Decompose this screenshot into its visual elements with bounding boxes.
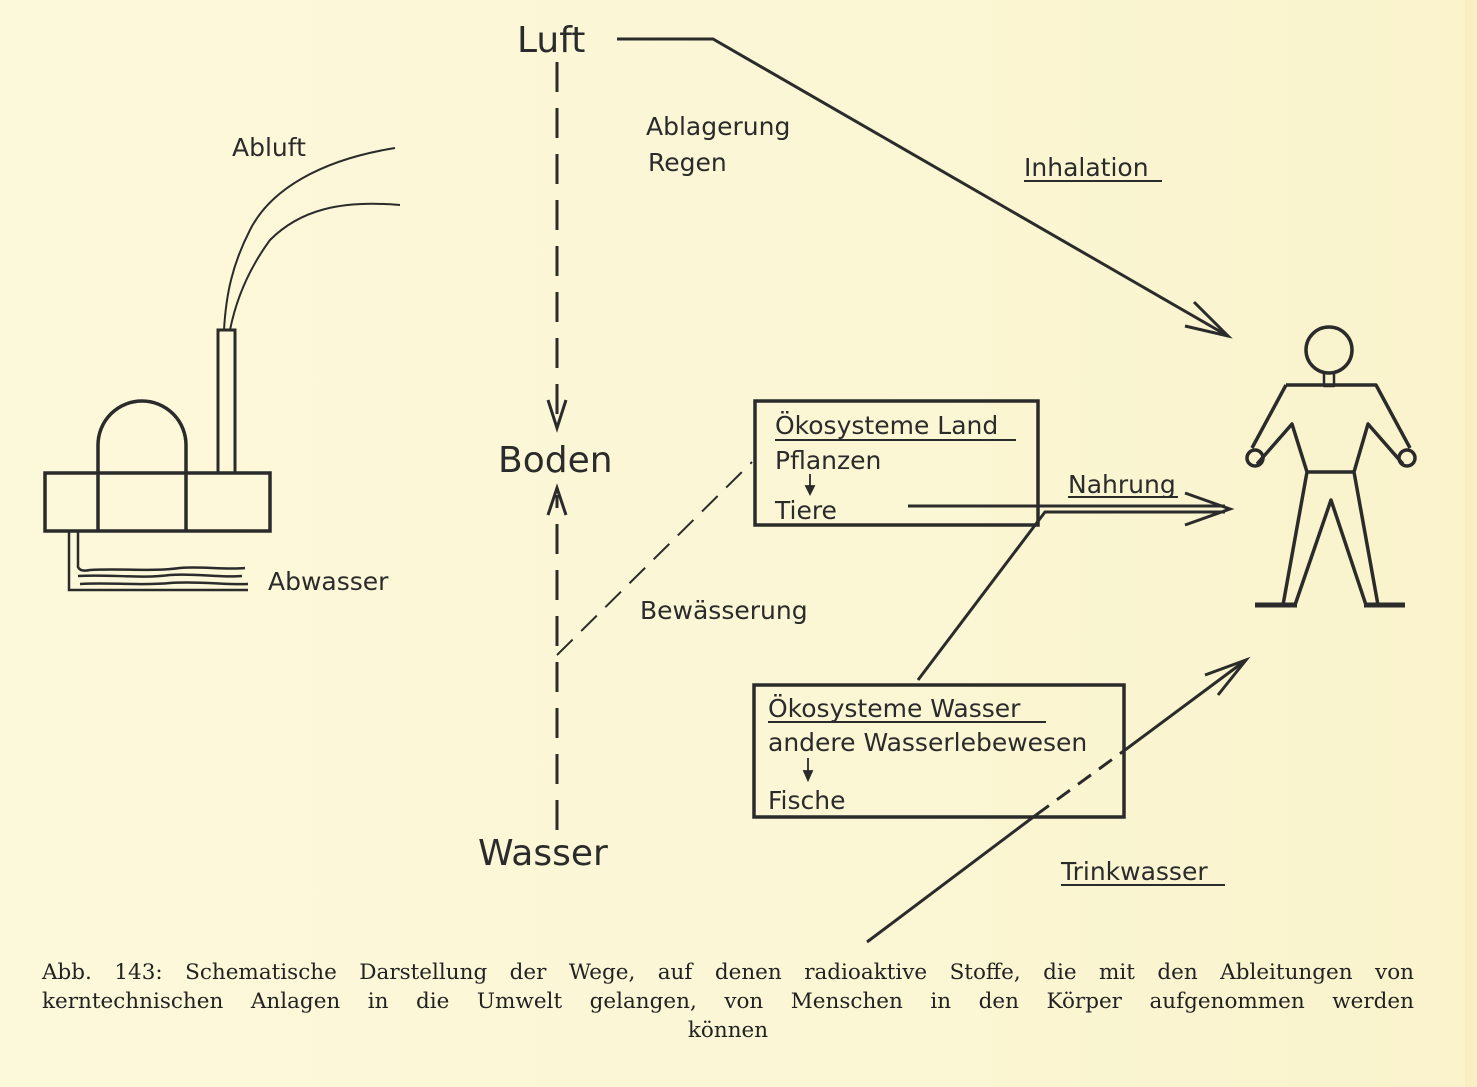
label-abwasser: Abwasser [268,567,389,596]
plant-base [43,471,272,533]
label-inhalation: Inhalation [1024,153,1149,182]
caption-line-1: Abb. 143: Schematische Darstellung der W… [42,960,1414,985]
label-bewaesserung: Bewässerung [640,596,808,625]
reactor-dome [96,399,188,531]
node-wasser: Wasser [478,833,608,874]
drinking-water-arrow [866,656,1251,944]
label-nahrung: Nahrung [1068,470,1176,499]
water-to-soil-arrow [546,483,568,830]
exhaust-plume-icon [223,147,401,331]
box-wasser-other: andere Wasserlebewesen [768,728,1087,757]
plants-to-animals-arrow [804,474,816,497]
caption-line-2: kerntechnischen Anlagen in die Umwelt ge… [42,989,1414,1014]
air-to-soil-arrow [546,62,568,433]
figure-caption: Abb. 143: Schematische Darstellung der W… [42,958,1414,1045]
label-trinkwasser: Trinkwasser [1060,857,1208,886]
label-regen: Regen [648,148,727,177]
other-to-fish-arrow [802,758,814,783]
box-land-animals: Tiere [774,496,837,525]
box-land-title: Ökosysteme Land [775,411,998,440]
page-edge [1465,0,1477,1087]
node-boden: Boden [498,440,613,481]
exhaust-stack [216,328,237,475]
node-luft: Luft [517,20,585,61]
box-wasser-title: Ökosysteme Wasser [768,694,1021,723]
food-arrow [908,491,1235,681]
nuclear-plant-icon [43,328,272,533]
box-wasser-fish: Fische [768,786,846,815]
box-land-plants: Pflanzen [775,446,881,475]
label-ablagerung: Ablagerung [646,112,790,141]
wastewater-outflow-icon [67,531,249,592]
inhalation-arrow [617,37,1233,339]
caption-line-3: können [687,1018,769,1043]
human-figure-icon [1245,325,1417,608]
label-abluft: Abluft [232,133,306,162]
box-ecosystems-land [753,399,1040,527]
irrigation-line [556,461,753,656]
